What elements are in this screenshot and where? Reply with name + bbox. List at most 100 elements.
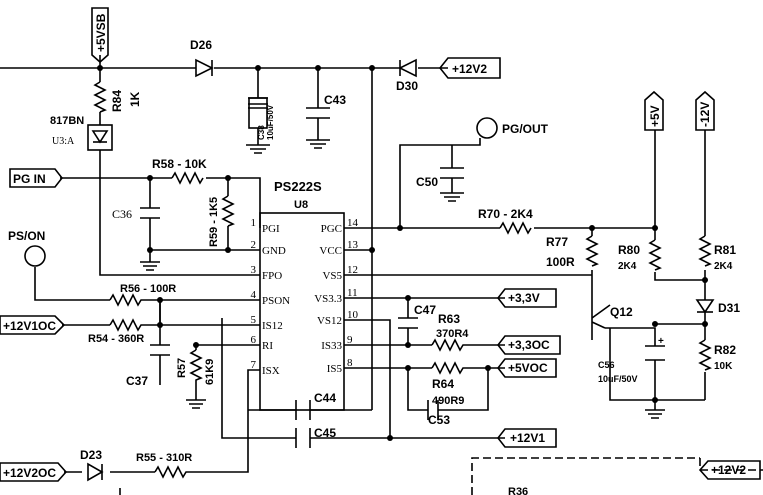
ic-pin-name-fpo: FPO [262,270,282,282]
net-pg-in-label: PG IN [13,172,46,186]
ic-ref: U8 [294,199,308,211]
net-3v3-label: +3,3V [508,291,540,305]
flag-neg12v [695,90,715,131]
label-r84-val: 1K [128,91,142,107]
resistor-r77 [585,235,599,267]
ic-pin-name-ri: RI [262,340,273,352]
ic-pin-number-6: 6 [251,334,257,346]
ic-pin-number-2: 2 [251,239,257,251]
label-r80: R80 [618,243,640,257]
label-c45: C45 [314,426,336,440]
resistor-r64 [431,361,468,375]
label-d26: D26 [190,38,212,52]
label-r84: R84 [110,90,124,112]
optocoupler-u3a [87,124,113,151]
ic-pin-number-12: 12 [347,264,358,276]
resistor-r82 [698,339,712,371]
ic-pin-number-11: 11 [347,287,358,299]
label-r77-val: 100R [546,255,575,269]
ic-pin-number-13: 13 [347,239,359,251]
pg-out-terminal [476,117,498,139]
wires [0,55,763,495]
label-c37: C37 [126,374,148,388]
ic-pin-name-pson: PSON [262,295,290,307]
flag-5voc [496,358,557,378]
resistor-r59 [221,195,235,227]
flag-12v1oc [0,315,66,335]
label-c43: C43 [324,93,346,107]
resistor-r56 [109,293,185,307]
ic-name: PS222S [274,179,322,194]
flag-12v2-bottom [698,460,761,480]
label-r64-val: 490R9 [432,395,464,407]
label-r82-val: 10K [714,361,733,372]
diode-d26 [195,58,214,78]
ic-pin-name-vs33: VS3.3 [314,293,342,305]
ic-pin-number-8: 8 [347,357,353,369]
label-opto: 817BN [50,115,84,127]
ic-pin-name-vcc: VCC [319,245,342,257]
resistor-r63 [431,338,468,352]
net-pg-out-label: PG/OUT [502,122,549,136]
label-r77: R77 [546,235,568,249]
net-3v3oc-label: +3,3OC [508,338,550,352]
label-r54: R54 - 360R [88,333,144,345]
net-12v1-label: +12V1 [510,431,545,445]
label-r82: R82 [714,343,736,357]
ic-pin-name-is5: IS5 [327,363,343,375]
ic-ps222s: PS222S U8 PGI1GND2FPO3PSON4IS125RI6ISX7P… [251,179,359,411]
label-r57-val: 61K9 [204,359,216,385]
flag-pg-in [9,168,64,188]
ps-on-terminal [24,245,46,267]
label-r57: R57 [176,358,188,378]
ic-pin-name-vs5: VS5 [322,270,342,282]
net-12v2-top-label: +12V2 [452,62,487,76]
label-c56: C56 [598,360,615,370]
label-r80-val: 2K4 [618,261,637,272]
diode-d30 [398,58,417,78]
capacitors: + [140,97,665,448]
flag-vsb [91,7,109,64]
resistor-r55 [154,465,205,479]
net-neg12v-label: -12V [698,102,712,127]
ic-pin-number-3: 3 [251,264,257,276]
resistor-r70 [499,221,532,235]
label-r64: R64 [432,377,454,391]
label-c38-val: 10uF/50V [266,104,275,140]
component-labels: D26 D30 R84 1K 817BN U3:A C38 10uF/50V C… [50,38,740,495]
resistor-r54 [109,318,150,332]
net-12v1oc-label: +12V1OC [3,319,56,333]
label-c53: C53 [428,413,450,427]
ic-pin-name-isx: ISX [262,365,280,377]
resistor-r81 [698,235,712,267]
ic-pin-name-pgc: PGC [321,223,342,235]
label-r63: R63 [438,312,460,326]
ic-pin-number-10: 10 [347,309,359,321]
net-5v-label: +5V [648,105,662,127]
flag-3v3oc [496,335,561,355]
flag-12v2oc [0,462,68,482]
ic-pin-name-is33: IS33 [321,340,342,352]
label-r36: R36 [508,486,528,495]
net-ps-on-label: PS/ON [8,229,45,243]
ic-pin-name-pgi: PGI [262,223,280,235]
label-r55: R55 - 310R [136,452,192,464]
flag-3v3 [496,288,557,308]
junction-dots [97,65,708,441]
diode-d23 [87,462,104,482]
label-r58: R58 - 10K [152,157,207,171]
flag-12v1 [496,428,557,448]
net-12v2oc-label: +12V2OC [3,466,56,480]
label-c47: C47 [414,303,436,317]
label-c56-val: 10uF/50V [598,374,638,384]
net-flags: +5VSB +12V2 PG IN +5V -12V +12V1OC +3,3V… [0,7,761,482]
label-d23: D23 [80,448,102,462]
label-r63-val: 370R4 [436,328,469,340]
ground-symbols [140,139,665,419]
ic-pin-name-is12: IS12 [262,320,283,332]
label-c50: C50 [416,175,438,189]
resistor-r84 [93,81,107,113]
label-r70: R70 - 2K4 [478,207,533,221]
resistor-r57 [189,349,203,384]
